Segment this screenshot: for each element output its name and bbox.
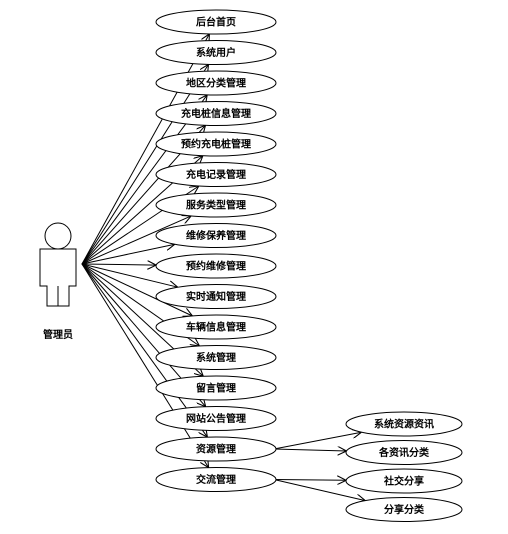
association-line-16 — [81, 263, 209, 468]
sub-use-case-label: 社交分享 — [383, 475, 424, 488]
use-case-7: 服务类型管理 — [155, 192, 277, 218]
use-case-label: 地区分类管理 — [186, 77, 246, 90]
use-case-label: 资源管理 — [196, 443, 236, 456]
use-case-2: 系统用户 — [155, 40, 277, 65]
use-case-14: 网站公告管理 — [155, 406, 277, 431]
sub-use-case-ellipse — [345, 468, 463, 494]
sub-use-case-label: 分享分类 — [384, 503, 424, 516]
use-case-label: 交流管理 — [196, 473, 236, 486]
use-cases: 后台首页系统用户地区分类管理充电桩信息管理预约充电桩管理充电记录管理服务类型管理… — [155, 9, 463, 522]
sub-use-case-3: 社交分享 — [345, 468, 463, 494]
association-line-7 — [81, 216, 191, 265]
sub-use-case-label: 各资讯分类 — [378, 446, 429, 459]
actor-label: 管理员 — [43, 328, 73, 341]
sub-association-line-1 — [273, 432, 362, 450]
use-case-label: 后台首页 — [196, 16, 236, 29]
use-case-label: 系统管理 — [196, 351, 236, 364]
use-case-label: 维修保养管理 — [186, 229, 246, 242]
actor-figure: 管理员 — [39, 222, 77, 341]
use-case-ellipse — [155, 162, 277, 187]
use-case-ellipse — [155, 223, 277, 248]
use-case-ellipse — [155, 314, 277, 340]
use-case-label: 充电记录管理 — [186, 168, 246, 181]
use-case-label: 实时通知管理 — [186, 290, 246, 303]
association-line-11 — [81, 263, 193, 316]
use-case-ellipse — [155, 467, 277, 492]
sub-association-line-2 — [273, 449, 347, 451]
association-line-9 — [81, 264, 156, 265]
use-case-label: 车辆信息管理 — [186, 321, 246, 334]
sub-association-line-3 — [273, 480, 346, 481]
use-case-12: 系统管理 — [155, 345, 277, 370]
use-case-4: 充电桩信息管理 — [155, 101, 277, 126]
use-case-ellipse — [155, 406, 277, 431]
use-case-8: 维修保养管理 — [155, 223, 277, 248]
use-case-13: 留言管理 — [155, 375, 277, 401]
sub-association-line-4 — [273, 479, 365, 501]
sub-use-case-1: 系统资源资讯 — [345, 411, 463, 437]
use-case-label: 网站公告管理 — [186, 412, 246, 425]
association-line-2 — [81, 64, 209, 265]
sub-use-case-label: 系统资源资讯 — [374, 418, 434, 431]
use-case-label: 留言管理 — [196, 382, 236, 395]
actor-head — [44, 222, 72, 250]
use-case-ellipse — [155, 192, 277, 218]
use-case-3: 地区分类管理 — [155, 70, 277, 96]
association-line-10 — [81, 263, 178, 287]
sub-use-case-ellipse — [345, 440, 463, 465]
use-case-label: 预约充电桩管理 — [181, 138, 251, 151]
use-case-label: 服务类型管理 — [186, 199, 246, 212]
use-case-ellipse — [155, 101, 277, 126]
use-case-ellipse — [155, 253, 277, 279]
use-case-label: 系统用户 — [196, 46, 236, 59]
sub-use-case-4: 分享分类 — [345, 497, 463, 522]
use-case-ellipse — [155, 9, 277, 35]
use-case-15: 资源管理 — [155, 436, 277, 462]
use-case-ellipse — [155, 284, 277, 309]
sub-use-case-2: 各资讯分类 — [345, 440, 463, 465]
use-case-ellipse — [155, 131, 277, 157]
use-case-5: 预约充电桩管理 — [155, 131, 277, 157]
use-case-9: 预约维修管理 — [155, 253, 277, 279]
use-case-ellipse — [155, 375, 277, 401]
use-case-10: 实时通知管理 — [155, 284, 277, 309]
use-case-16: 交流管理 — [155, 467, 277, 492]
use-case-6: 充电记录管理 — [155, 162, 277, 187]
actor-body — [39, 248, 77, 307]
use-case-11: 车辆信息管理 — [155, 314, 277, 340]
use-case-ellipse — [155, 436, 277, 462]
association-line-8 — [81, 244, 175, 265]
use-case-ellipse — [155, 345, 277, 370]
use-case-label: 充电桩信息管理 — [181, 107, 251, 120]
use-case-ellipse — [155, 70, 277, 96]
use-case-label: 预约维修管理 — [186, 260, 246, 273]
use-case-1: 后台首页 — [155, 9, 277, 35]
use-case-ellipse — [155, 40, 277, 65]
sub-use-case-ellipse — [345, 497, 463, 522]
sub-use-case-ellipse — [345, 411, 463, 437]
